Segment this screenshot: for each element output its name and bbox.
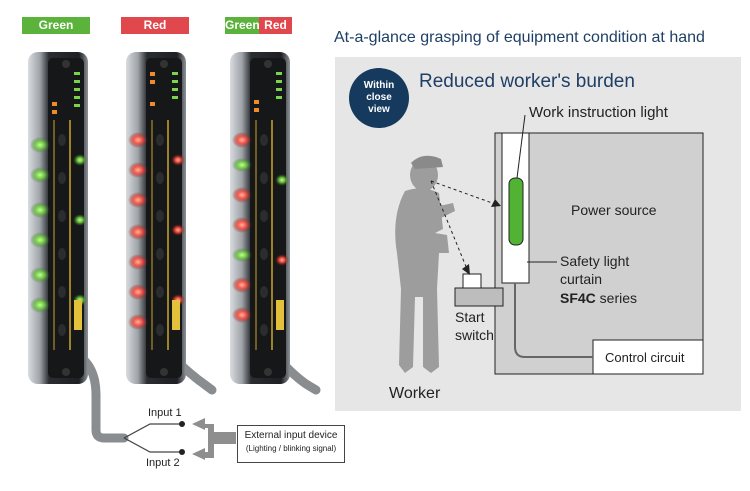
machine-illustration (395, 114, 704, 375)
safety-model: SF4C (560, 290, 596, 306)
light-curtain-mixed (230, 52, 290, 384)
input2-label: Input 2 (146, 457, 180, 469)
work-light-label: Work instruction light (529, 104, 668, 121)
external-device-sub: (Lighting / blinking signal) (245, 444, 337, 453)
panel-subtitle: Reduced worker's burden (419, 71, 635, 92)
external-device-label: External input device (244, 430, 338, 441)
red-tag: Red (121, 17, 189, 34)
machine-body (494, 132, 704, 375)
badge-line2: close (366, 92, 392, 103)
work-instruction-light (508, 177, 524, 246)
green-tag: Green (22, 17, 90, 34)
safety-label-line1: Safety light (560, 253, 630, 269)
start-switch-line1: Start (455, 309, 485, 325)
safety-series: series (595, 290, 638, 306)
input1-label: Input 1 (148, 407, 182, 419)
badge-line3: view (368, 104, 390, 115)
safety-model-line: SF4C series (560, 290, 637, 306)
header-title: At-a-glance grasping of equipment condit… (334, 29, 705, 46)
worker-silhouette (395, 155, 455, 373)
control-circuit-label: Control circuit (605, 350, 685, 365)
worker-label: Worker (389, 385, 441, 402)
external-input-device-box: External input device (Lighting / blinki… (237, 425, 345, 463)
start-switch-button (462, 273, 482, 289)
light-curtain-red (126, 52, 186, 384)
power-source-label: Power source (571, 202, 657, 218)
safety-label-line2: curtain (560, 271, 603, 287)
start-switch-line2: switch (455, 327, 494, 343)
light-curtain-green (28, 52, 88, 384)
mixed-tag-red: Red (259, 17, 292, 34)
light-curtain-illustration (28, 52, 321, 460)
badge-line1: Within (363, 80, 395, 91)
control-circuit-box (592, 339, 704, 375)
input-wiring (123, 423, 182, 453)
input1-terminal (179, 421, 185, 427)
input2-terminal (179, 449, 185, 455)
mixed-tag-green: Green (225, 17, 260, 34)
input-arrows (192, 418, 236, 460)
start-switch-base (454, 287, 504, 307)
within-close-view-badge: Within close view (349, 68, 409, 128)
cable-1 (79, 355, 129, 443)
